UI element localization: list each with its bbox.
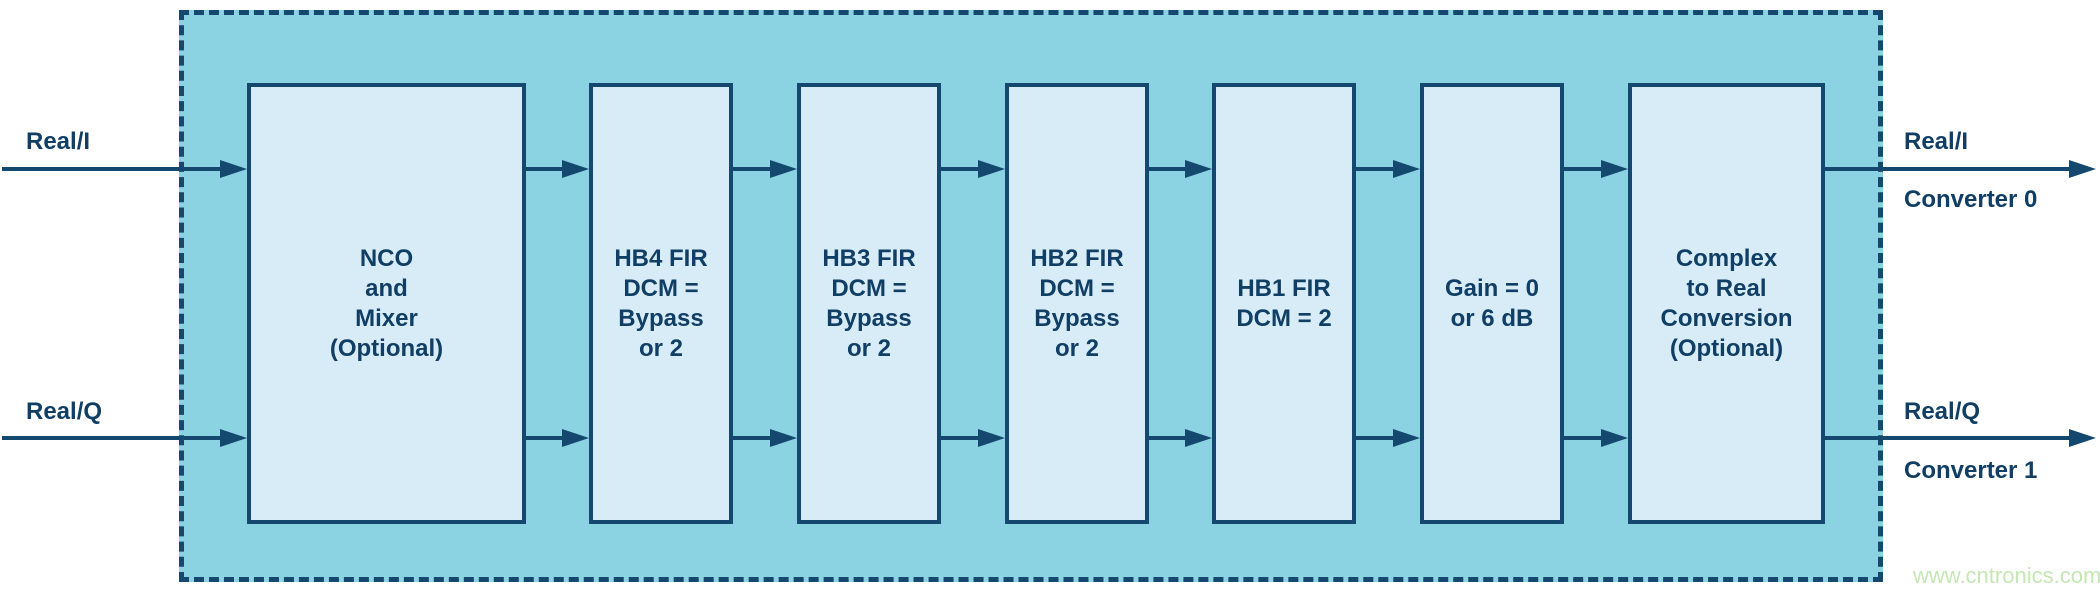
arrowhead-icon: [1601, 429, 1628, 447]
block-nco-mixer: NCO and Mixer (Optional): [247, 83, 526, 524]
arrowhead-icon: [562, 429, 589, 447]
block-gain: Gain = 0 or 6 dB: [1420, 83, 1564, 524]
arrowhead-icon: [770, 160, 797, 178]
arrowhead-icon: [220, 160, 247, 178]
arrowhead-icon: [1393, 429, 1420, 447]
flow-arrow: [526, 159, 589, 179]
flow-arrow: [1356, 159, 1420, 179]
flow-arrow: [1149, 159, 1212, 179]
block-complex-to-real: Complex to Real Conversion (Optional): [1628, 83, 1825, 524]
arrowhead-icon: [2069, 429, 2096, 447]
output-label-real-q: Real/Q: [1904, 398, 1981, 425]
input-arrow-i: [2, 159, 247, 179]
output-label-real-i: Real/I: [1904, 128, 1969, 155]
arrowhead-icon: [2069, 160, 2096, 178]
block-hb3-fir: HB3 FIR DCM = Bypass or 2: [797, 83, 941, 524]
arrowhead-icon: [1185, 160, 1212, 178]
arrowhead-icon: [978, 429, 1005, 447]
flow-arrow: [1564, 159, 1628, 179]
flow-arrow: [941, 428, 1005, 448]
output-arrow-i: [1825, 159, 2096, 179]
arrowhead-icon: [1601, 160, 1628, 178]
flow-arrow: [941, 159, 1005, 179]
output-label-converter-0: Converter 0: [1904, 186, 2038, 213]
input-arrow-q: [2, 428, 247, 448]
flow-arrow: [733, 159, 797, 179]
output-label-converter-1: Converter 1: [1904, 457, 2038, 484]
arrowhead-icon: [770, 429, 797, 447]
arrowhead-icon: [562, 160, 589, 178]
input-label-real-i: Real/I: [26, 128, 91, 155]
flow-arrow: [1564, 428, 1628, 448]
block-hb2-fir: HB2 FIR DCM = Bypass or 2: [1005, 83, 1149, 524]
arrowhead-icon: [1185, 429, 1212, 447]
flow-arrow: [1356, 428, 1420, 448]
block-hb4-fir: HB4 FIR DCM = Bypass or 2: [589, 83, 733, 524]
flow-arrow: [526, 428, 589, 448]
arrowhead-icon: [978, 160, 1005, 178]
arrowhead-icon: [220, 429, 247, 447]
block-hb1-fir: HB1 FIR DCM = 2: [1212, 83, 1356, 524]
output-arrow-q: [1825, 428, 2096, 448]
flow-arrow: [733, 428, 797, 448]
flow-arrow: [1149, 428, 1212, 448]
arrowhead-icon: [1393, 160, 1420, 178]
watermark: www.cntronics.com: [1913, 563, 2100, 588]
input-label-real-q: Real/Q: [26, 398, 103, 425]
